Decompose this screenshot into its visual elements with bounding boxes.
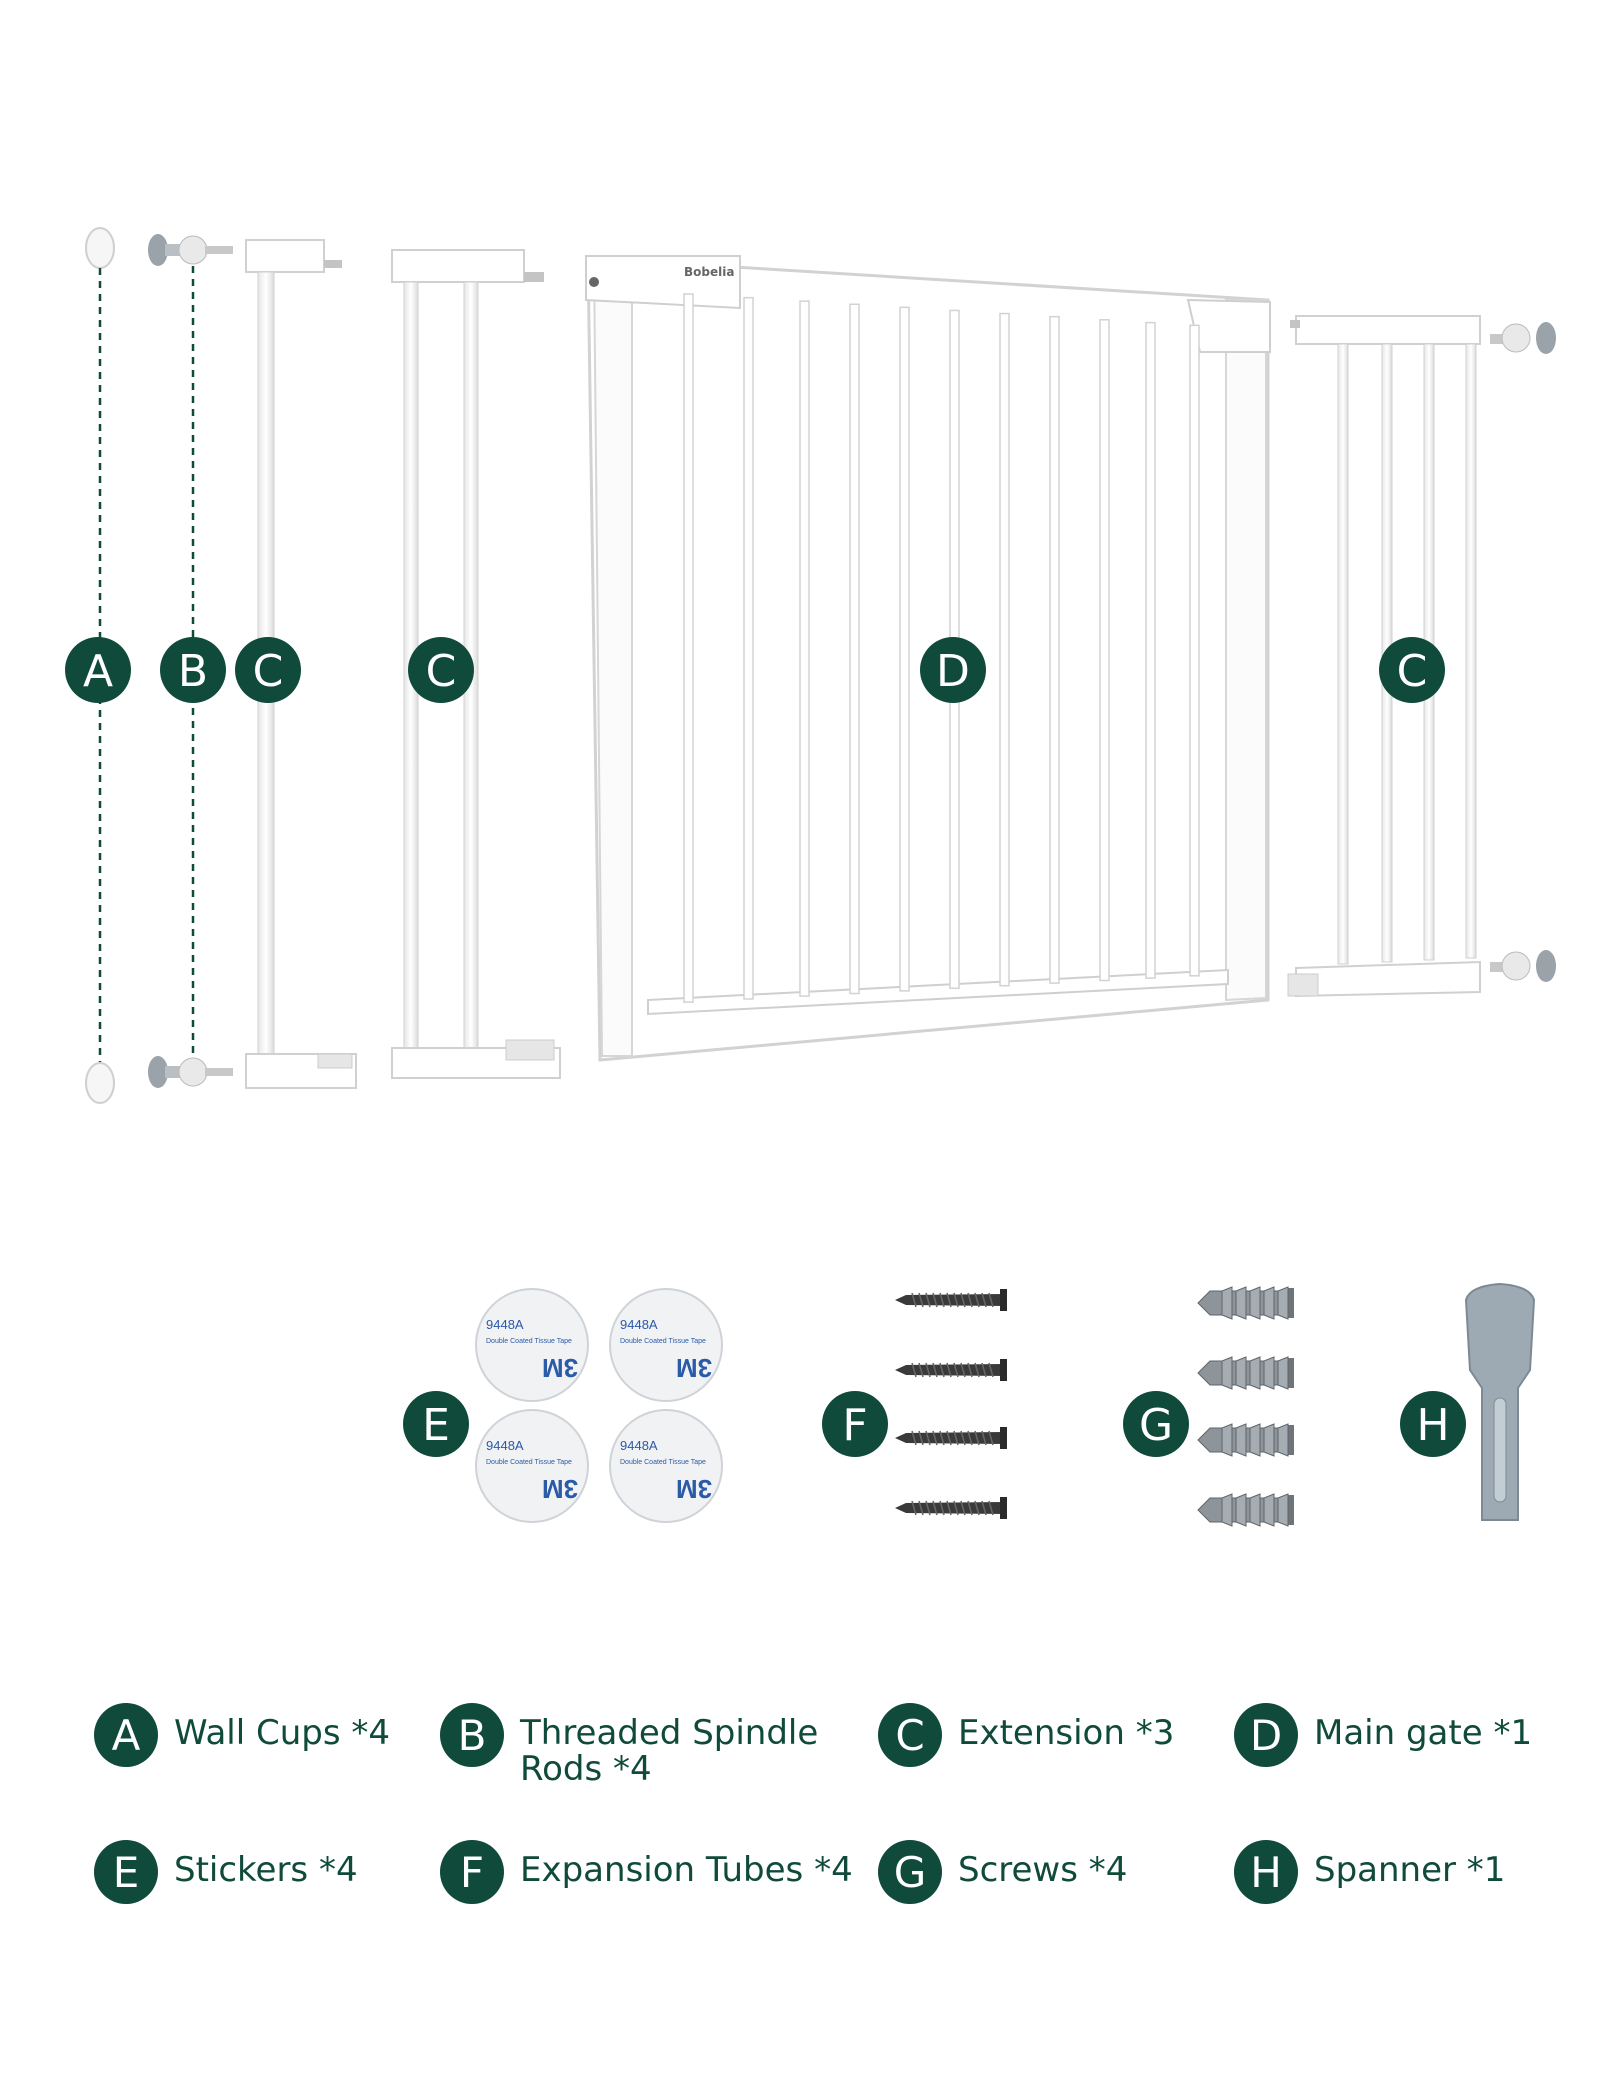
gate-bar	[1099, 318, 1110, 982]
legend-item-d: D Main gate *1	[1234, 1703, 1574, 1767]
legend-label: Stickers *4	[174, 1850, 358, 1890]
anchor	[1197, 1493, 1294, 1527]
badge-h: H	[1400, 1391, 1466, 1457]
sticker-subtitle: Double Coated Tissue Tape	[620, 1338, 706, 1345]
legend-label: Extension *3	[958, 1713, 1175, 1753]
badge-g: G	[1123, 1391, 1189, 1457]
gate-bar	[799, 300, 810, 997]
badge-f: F	[822, 1391, 888, 1457]
badge-a: A	[65, 637, 131, 703]
legend-item-g: G Screws *4	[878, 1840, 1198, 1904]
badge-c-mid: C	[408, 637, 474, 703]
gate-bar	[683, 293, 694, 1003]
sticker: 9448A Double Coated Tissue Tape 3M	[475, 1409, 589, 1523]
badge-e: E	[403, 1391, 469, 1457]
sticker-code: 9448A	[620, 1438, 658, 1453]
legend-label: Screws *4	[958, 1850, 1128, 1890]
legend-letter: C	[878, 1703, 942, 1767]
anchor	[1197, 1356, 1294, 1390]
legend-item-b: B Threaded Spindle Rods *4	[440, 1703, 820, 1787]
legend-label: Threaded Spindle Rods *4	[520, 1713, 819, 1789]
legend-letter: G	[878, 1840, 942, 1904]
svg-text:C: C	[253, 646, 284, 697]
anchors-group	[1197, 1286, 1294, 1527]
gate-bar	[849, 303, 860, 995]
legend-item-f: F Expansion Tubes *4	[440, 1840, 900, 1904]
sticker-subtitle: Double Coated Tissue Tape	[620, 1459, 706, 1466]
legend-letter: H	[1234, 1840, 1298, 1904]
legend-letter: F	[440, 1840, 504, 1904]
legend-item-h: H Spanner *1	[1234, 1840, 1574, 1904]
sticker-subtitle: Double Coated Tissue Tape	[486, 1338, 572, 1345]
gate-bar	[743, 296, 754, 1000]
sticker-subtitle: Double Coated Tissue Tape	[486, 1459, 572, 1466]
gate-bar	[1145, 321, 1156, 979]
badge-c-right: C	[1379, 637, 1445, 703]
legend-label: Spanner *1	[1314, 1850, 1506, 1890]
screw	[895, 1289, 1007, 1311]
sticker-brand: 3M	[676, 1353, 712, 1383]
anchor	[1197, 1423, 1294, 1457]
gate-bar	[1189, 324, 1200, 977]
legend-label: Main gate *1	[1314, 1713, 1533, 1753]
legend-letter: D	[1234, 1703, 1298, 1767]
legend-letter: E	[94, 1840, 158, 1904]
gate-bar	[999, 312, 1010, 987]
screw	[895, 1359, 1007, 1381]
svg-text:B: B	[178, 646, 208, 697]
sticker: 9448A Double Coated Tissue Tape 3M	[609, 1409, 723, 1523]
legend-item-c: C Extension *3	[878, 1703, 1198, 1767]
stickers: 9448A Double Coated Tissue Tape 3M 9448A Dou…	[475, 1288, 723, 1523]
legend-letter: A	[94, 1703, 158, 1767]
gate-brand: Bobelia	[684, 265, 734, 279]
svg-text:C: C	[426, 646, 457, 697]
svg-text:F: F	[842, 1400, 867, 1451]
badge-d: D	[920, 637, 986, 703]
sticker: 9448A Double Coated Tissue Tape 3M	[609, 1288, 723, 1402]
screw	[895, 1427, 1007, 1449]
sticker-brand: 3M	[542, 1474, 578, 1504]
svg-text:C: C	[1397, 646, 1428, 697]
sticker-code: 9448A	[486, 1317, 524, 1332]
gate-bar	[899, 306, 910, 992]
spanner	[1464, 1282, 1536, 1521]
svg-text:E: E	[422, 1400, 450, 1451]
badge-b: B	[160, 637, 226, 703]
sticker-code: 9448A	[486, 1438, 524, 1453]
svg-text:D: D	[936, 646, 970, 697]
legend-label: Wall Cups *4	[174, 1713, 391, 1753]
legend-letter: B	[440, 1703, 504, 1767]
svg-text:H: H	[1416, 1400, 1449, 1451]
legend-label: Expansion Tubes *4	[520, 1850, 853, 1890]
svg-text:A: A	[83, 646, 113, 697]
sticker-brand: 3M	[676, 1474, 712, 1504]
sticker-brand: 3M	[542, 1353, 578, 1383]
badge-c-small: C	[235, 637, 301, 703]
anchor	[1197, 1286, 1294, 1320]
screw	[895, 1497, 1007, 1519]
sticker-code: 9448A	[620, 1317, 658, 1332]
screws-group	[895, 1289, 1007, 1519]
gate-bar	[1049, 315, 1060, 984]
legend-item-a: A Wall Cups *4	[94, 1703, 394, 1767]
sticker: 9448A Double Coated Tissue Tape 3M	[475, 1288, 589, 1402]
svg-text:G: G	[1139, 1400, 1173, 1451]
legend-item-e: E Stickers *4	[94, 1840, 394, 1904]
